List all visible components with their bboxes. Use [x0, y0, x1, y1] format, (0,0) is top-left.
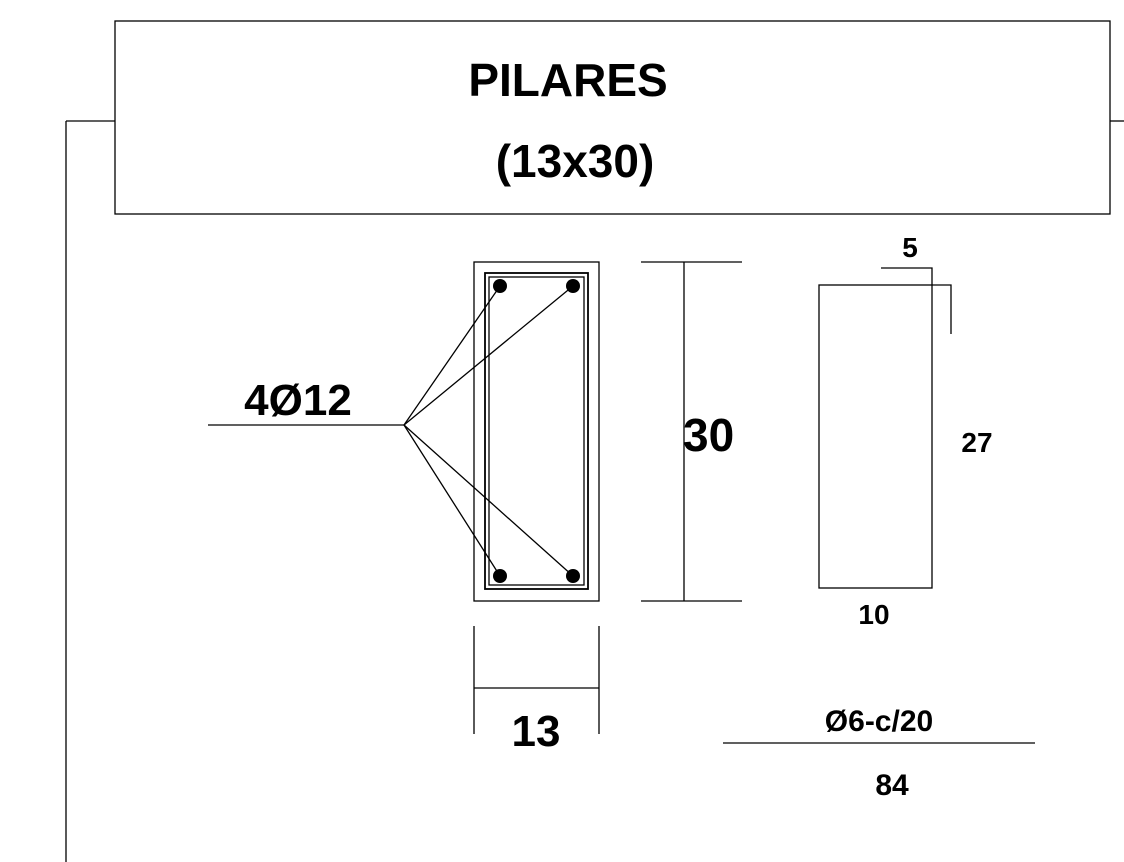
pillar-cross-section [473, 261, 600, 602]
stirrup-outline [484, 272, 589, 590]
rebar-leader: 4Ø12 [208, 285, 574, 577]
stirrup-count-label: 84 [875, 769, 909, 802]
bottom-dim-label: 10 [858, 599, 889, 630]
stirrup-shape [818, 284, 933, 589]
width-dimension: 13 [473, 626, 600, 756]
section-size-text: (13x30) [496, 135, 655, 187]
height-dimension: 30 [641, 261, 742, 602]
rebar-label: 4Ø12 [244, 376, 352, 425]
hook-dim-label: 5 [902, 232, 918, 263]
stirrup-detail: 5 27 10 [818, 232, 993, 630]
height-dim-label: 30 [683, 409, 734, 461]
sheet-frame [65, 120, 1124, 862]
side-dim-label: 27 [961, 427, 992, 458]
concrete-outline [473, 261, 600, 602]
width-dim-label: 13 [512, 707, 561, 756]
title-block: PILARES (13x30) [114, 20, 1111, 215]
stirrup-spec-label: Ø6-c/20 [825, 705, 933, 738]
stirrup-inner-outline [488, 276, 585, 586]
title-text: PILARES [468, 54, 667, 106]
title-box [114, 20, 1111, 215]
stirrup-spec: Ø6-c/20 84 [723, 705, 1035, 802]
